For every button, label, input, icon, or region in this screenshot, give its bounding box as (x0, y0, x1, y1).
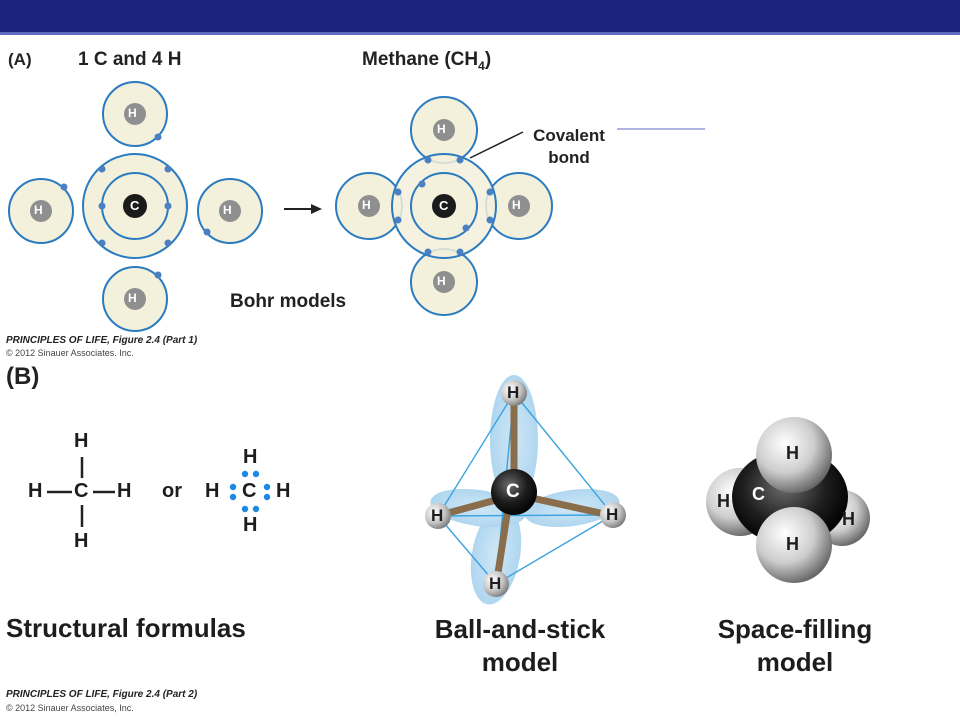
atom-label-h: H (362, 198, 371, 212)
atom-label-h: H (437, 122, 446, 136)
lewis-h-top: H (243, 446, 258, 468)
reaction-arrow (284, 204, 322, 214)
h-nucleus-right (219, 200, 241, 222)
space-filling-label-line1: Space-filling (717, 614, 873, 644)
bs-h-bottom: H (489, 574, 502, 593)
c-electrons (98, 165, 172, 247)
structural-bonds (47, 457, 115, 527)
methane-heading-subscript: 4 (478, 58, 485, 73)
h-nucleus-bottom (124, 288, 146, 310)
atom-label-h: H (223, 203, 232, 217)
methane-heading: Methane (CH4) (362, 49, 491, 73)
atom-label-c: C (439, 198, 449, 213)
electron-dot-pairs (229, 470, 271, 513)
atom-label-h: H (128, 291, 137, 305)
electron (154, 271, 162, 279)
electron (203, 228, 211, 236)
formula-c: C (74, 480, 89, 502)
atom-label-h: H (128, 106, 137, 120)
formula-h-right: H (117, 480, 132, 502)
lewis-h-bottom: H (243, 514, 258, 536)
formula-h-left: H (28, 480, 43, 502)
bs-h-top: H (507, 383, 520, 402)
bs-h-right: H (606, 505, 619, 524)
header-accent-line (0, 32, 960, 35)
electron (60, 183, 68, 191)
sf-h-top: H (786, 443, 799, 463)
c-nucleus (123, 194, 147, 218)
sf-c: C (752, 484, 765, 504)
sf-h-right: H (842, 509, 855, 529)
ball-and-stick-label-line2: model (481, 647, 559, 677)
part-a-label: (A) (8, 50, 32, 69)
electron (154, 133, 162, 141)
atom-label-h: H (512, 198, 521, 212)
structural-formulas-label: Structural formulas (6, 613, 246, 643)
atom-label-h: H (34, 203, 43, 217)
methane-heading-main: Methane (CH (362, 49, 479, 70)
part-b-caption: PRINCIPLES OF LIFE, Figure 2.4 (Part 2) (6, 689, 198, 700)
formula-h-top: H (74, 430, 89, 452)
bs-h-left: H (431, 506, 444, 525)
h-nucleus-left (30, 200, 52, 222)
part-b-label: (B) (6, 363, 40, 390)
space-filling-model (706, 417, 870, 583)
bohr-separate-atoms (8, 81, 263, 332)
bs-c: C (506, 481, 520, 502)
sf-h-bottom: H (786, 534, 799, 554)
space-filling-label: Space-filling model (690, 613, 900, 679)
formula-h-bottom: H (74, 530, 89, 552)
part-a-copyright: © 2012 Sinauer Associates, Inc. (6, 348, 134, 356)
space-filling-label-line2: model (756, 647, 834, 677)
ball-and-stick-label-line1: Ball-and-stick (434, 614, 606, 644)
or-text: or (162, 480, 182, 502)
atom-label-h: H (437, 274, 446, 288)
lewis-h-right: H (276, 480, 291, 502)
sf-h-left: H (717, 491, 730, 511)
part-b-copyright: © 2012 Sinauer Associates, Inc. (6, 703, 134, 713)
bohr-methane (335, 96, 553, 316)
atom-label-c: C (130, 198, 140, 213)
methane-heading-end: ) (484, 49, 492, 70)
lewis-h-left: H (205, 480, 220, 502)
header-bar (0, 0, 960, 32)
part-a-caption: PRINCIPLES OF LIFE, Figure 2.4 (Part 1) (6, 335, 198, 346)
covalent-pointer (469, 131, 524, 159)
h-nucleus-top (124, 103, 146, 125)
ball-and-stick-label: Ball-and-stick model (410, 613, 630, 679)
ball-and-stick-model (425, 375, 626, 605)
bohr-models-label: Bohr models (230, 291, 347, 312)
separate-atoms-heading: 1 C and 4 H (78, 49, 182, 70)
lewis-c: C (242, 480, 257, 502)
covalent-bond-label: Covalent bond (533, 126, 605, 167)
